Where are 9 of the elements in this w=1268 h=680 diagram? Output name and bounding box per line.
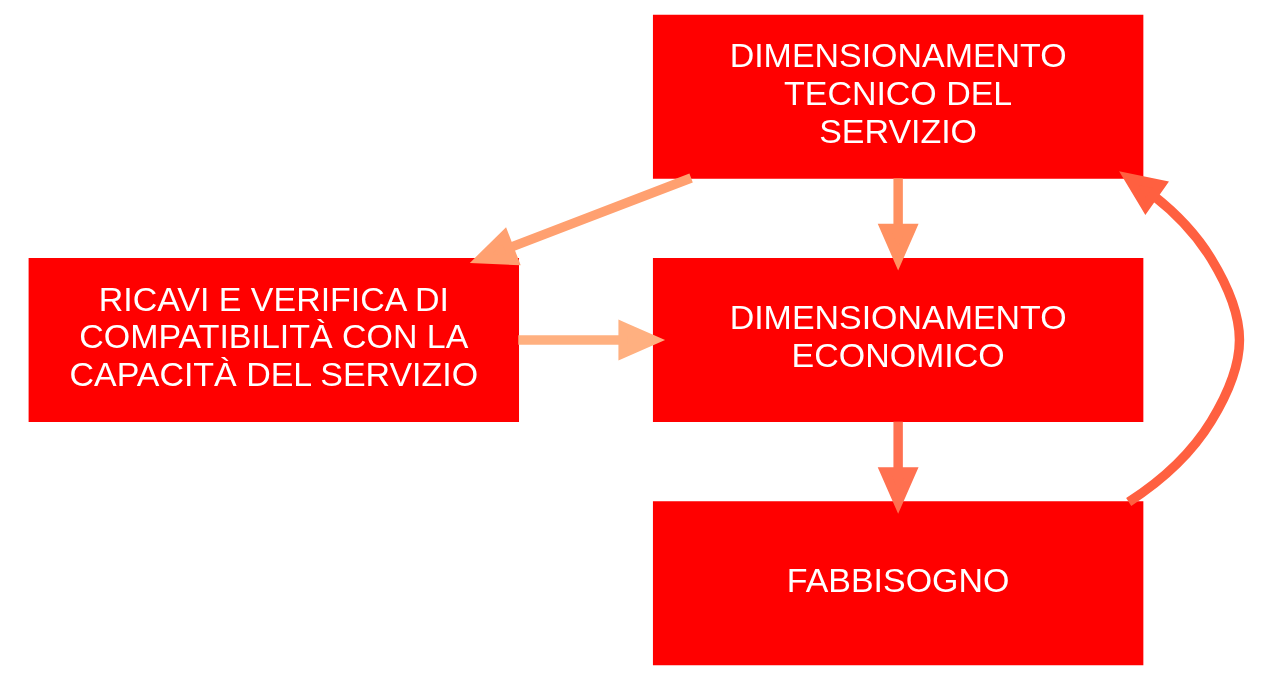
arrow (877, 178, 919, 271)
node-box: DIMENSIONAMENTO TECNICO DEL SERVIZIO (652, 14, 1143, 179)
arrow (877, 421, 919, 514)
node-box: FABBISOGNO (652, 501, 1143, 666)
arrow (469, 173, 693, 266)
node-box: RICAVI E VERIFICA DI COMPATIBILITÀ CON LA CAPACITÀ DEL SERVIZIO (28, 257, 519, 423)
arrow (1118, 171, 1244, 506)
node-box: DIMENSIONAMENTO ECONOMICO (652, 257, 1143, 423)
arrow (517, 319, 665, 361)
